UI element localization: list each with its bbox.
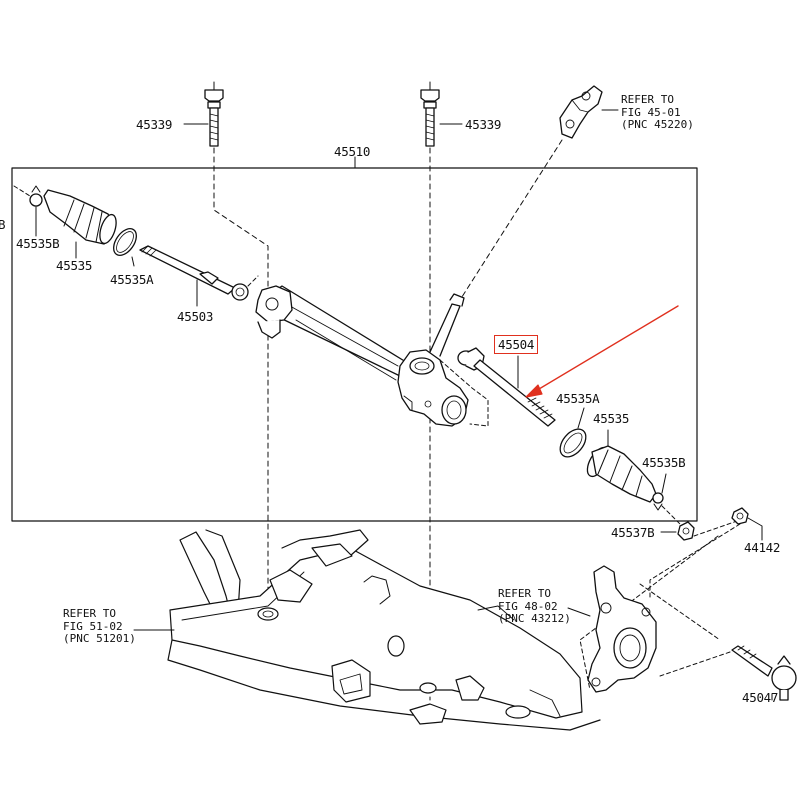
boot-clamp-right-icon <box>652 492 664 511</box>
boot-left-icon <box>43 189 117 245</box>
highlight-arrow <box>533 305 679 393</box>
refer-note-line: (PNC 45220) <box>621 118 694 131</box>
nut-icon <box>677 521 695 541</box>
edge-label-b: B <box>0 217 6 232</box>
highlight-box: 45504 <box>494 335 539 354</box>
part-label-boot-clamp-right[interactable]: 45535B <box>642 455 686 470</box>
refer-note-line: FIG 51-02 <box>63 619 123 633</box>
refer-note-knuckle[interactable]: REFER TO FIG 48-02 (PNC 43212) <box>498 587 571 626</box>
refer-note-subframe[interactable]: REFER TO FIG 51-02 (PNC 51201) <box>63 607 136 646</box>
part-label-boot-ring-right[interactable]: 45535A <box>556 391 600 406</box>
part-label-tie-rod-left[interactable]: 45503 <box>177 309 214 324</box>
refer-note-upper[interactable]: REFER TO FIG 45-01 (PNC 45220) <box>621 93 694 132</box>
tie-rod-left-icon <box>139 245 249 301</box>
bolt-right-icon <box>420 81 440 147</box>
refer-note-line: REFER TO <box>63 607 116 620</box>
part-label-boot-left[interactable]: 45535 <box>56 258 93 273</box>
bolt-left-icon <box>204 81 224 147</box>
part-label-boot-right[interactable]: 45535 <box>593 411 630 426</box>
tie-rod-end-icon <box>731 645 797 701</box>
intermediate-shaft-joint-icon <box>559 85 603 139</box>
part-label-bolt-right[interactable]: 45339 <box>465 117 502 132</box>
boot-clamp-left-icon <box>29 185 43 207</box>
part-label-bolt-left[interactable]: 45339 <box>136 117 173 132</box>
boot-ring-left-icon <box>113 228 137 256</box>
part-label-nut[interactable]: 45537B <box>611 525 655 540</box>
refer-note-line: (PNC 51201) <box>63 632 136 645</box>
tie-rod-right-icon <box>457 347 556 427</box>
lock-nut-icon <box>731 507 749 525</box>
part-label-boot-clamp-left[interactable]: 45535B <box>16 236 60 251</box>
boot-ring-right-icon <box>559 428 587 458</box>
part-label-tie-rod-right[interactable]: 45504 <box>494 335 539 354</box>
part-label-lock-nut[interactable]: 44142 <box>744 540 781 555</box>
refer-note-line: (PNC 43212) <box>498 612 571 625</box>
refer-note-line: REFER TO <box>498 587 551 600</box>
refer-note-line: REFER TO <box>621 93 674 106</box>
part-label-boot-ring-left[interactable]: 45535A <box>110 272 154 287</box>
refer-note-line: FIG 45-01 <box>621 105 681 119</box>
part-label-assembly[interactable]: 45510 <box>334 144 371 159</box>
refer-note-line: FIG 48-02 <box>498 599 558 613</box>
steering-rack-housing-icon <box>255 285 469 427</box>
subframe-icon <box>167 529 601 731</box>
steering-knuckle-icon <box>587 565 657 693</box>
part-label-tie-rod-end[interactable]: 45047 <box>742 690 779 705</box>
boot-right-icon <box>586 445 657 503</box>
